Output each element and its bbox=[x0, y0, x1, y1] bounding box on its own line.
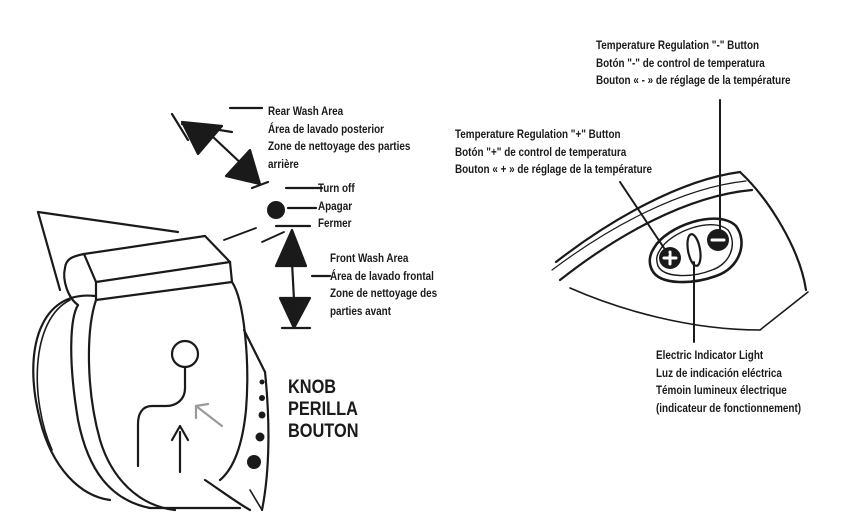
rear-wash-label-fr: Zone de nettoyage des parties bbox=[268, 141, 411, 153]
turn-off-dot bbox=[267, 201, 285, 219]
front-wash-label-es: Área de lavado frontal bbox=[330, 270, 434, 283]
front-wash-label-fr: Zone de nettoyage des bbox=[330, 288, 438, 300]
front-wash-arrow bbox=[274, 224, 332, 330]
rear-wash-label-fr-cont: arrière bbox=[268, 158, 299, 171]
indicator-light-label-en: Electric Indicator Light bbox=[656, 350, 764, 362]
knob-label: KNOB PERILLA BOUTON bbox=[288, 377, 359, 443]
minus-button-icon bbox=[707, 229, 729, 251]
plus-button-icon bbox=[659, 247, 681, 269]
temp-plus-label-en: Temperature Regulation "+" Button bbox=[455, 129, 621, 141]
temp-minus-label-fr: Bouton « - » de réglage de la températur… bbox=[596, 75, 791, 87]
indicator-light-icon bbox=[686, 233, 702, 267]
front-wash-label: Front Wash Area Área de lavado frontal Z… bbox=[330, 251, 437, 321]
rotation-arrow-icon bbox=[194, 402, 224, 428]
knob-label-fr: BOUTON bbox=[288, 421, 359, 442]
indicator-light-label-es: Luz de indicación eléctrica bbox=[656, 367, 782, 380]
turn-off-label-en: Turn off bbox=[318, 183, 355, 195]
turn-off-label-fr: Fermer bbox=[318, 218, 352, 230]
knob-position-dots bbox=[247, 379, 266, 469]
temp-plus-label-fr: Bouton « + » de réglage de la températur… bbox=[455, 164, 653, 176]
front-wash-label-fr-cont: parties avant bbox=[330, 305, 392, 318]
turn-off-label: Turn off Apagar Fermer bbox=[318, 181, 355, 234]
wash-direction-symbol bbox=[136, 339, 200, 474]
knob-label-es: PERILLA bbox=[288, 399, 358, 420]
temp-plus-label: Temperature Regulation "+" Button Botón … bbox=[455, 127, 652, 180]
rear-wash-arrow bbox=[180, 120, 262, 186]
knob-assembly bbox=[32, 210, 270, 512]
temp-plus-label-es: Botón "+" de control de temperatura bbox=[455, 146, 627, 159]
indicator-light-label-fr-cont: (indicateur de fonctionnement) bbox=[656, 402, 802, 415]
knob-label-en: KNOB bbox=[288, 377, 337, 398]
indicator-light-label-fr: Témoin lumineux électrique bbox=[656, 385, 787, 397]
temp-minus-label: Temperature Regulation "-" Button Botón … bbox=[596, 38, 791, 91]
rear-wash-label-es: Área de lavado posterior bbox=[268, 123, 384, 136]
control-panel bbox=[551, 170, 809, 331]
front-wash-label-en: Front Wash Area bbox=[330, 253, 409, 265]
indicator-light-label: Electric Indicator Light Luz de indicaci… bbox=[656, 348, 801, 418]
turn-off-label-es: Apagar bbox=[318, 200, 353, 213]
rear-wash-label-en: Rear Wash Area bbox=[268, 106, 344, 118]
rear-wash-label: Rear Wash Area Área de lavado posterior … bbox=[268, 104, 410, 174]
temp-minus-label-en: Temperature Regulation "-" Button bbox=[596, 40, 760, 52]
temp-minus-label-es: Botón "-" de control de temperatura bbox=[596, 57, 765, 70]
